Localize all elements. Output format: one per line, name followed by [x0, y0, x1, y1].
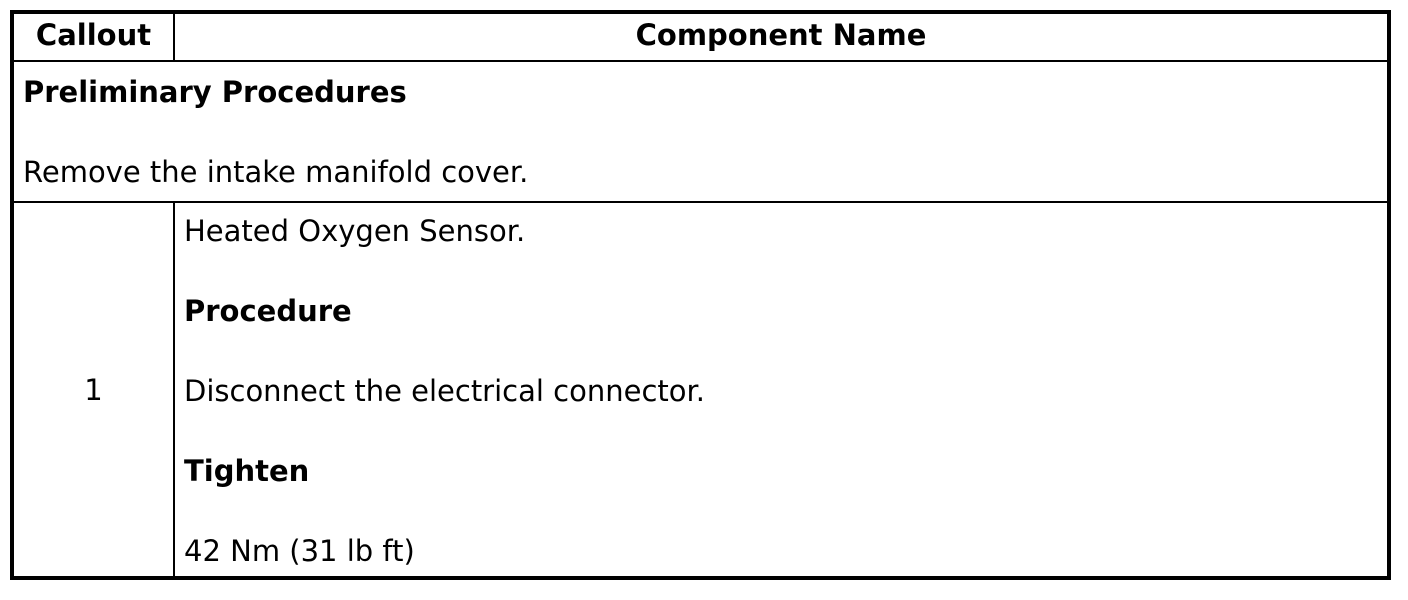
procedure-instruction: Disconnect the electrical connector.: [184, 374, 705, 408]
preliminary-procedures-row: Preliminary Procedures Remove the intake…: [11, 60, 1390, 203]
table-header-row: Callout Component Name: [11, 11, 1390, 62]
preliminary-instruction: Remove the intake manifold cover.: [23, 155, 529, 189]
component-name-cell: Heated Oxygen Sensor. Procedure Disconne…: [173, 201, 1390, 579]
callout-number: 1: [11, 201, 175, 579]
component-name: Heated Oxygen Sensor.: [184, 214, 526, 248]
procedure-label: Procedure: [184, 294, 352, 328]
table-row: 1 Heated Oxygen Sensor. Procedure Discon…: [11, 201, 1390, 579]
preliminary-procedures-cell: Preliminary Procedures Remove the intake…: [11, 60, 1390, 203]
component-name-column-header: Component Name: [173, 11, 1390, 62]
torque-spec: 42 Nm (31 lb ft): [184, 534, 415, 568]
callout-column-header: Callout: [11, 11, 175, 62]
document-page: Callout Component Name Preliminary Proce…: [10, 10, 1391, 580]
tighten-label: Tighten: [184, 454, 310, 488]
preliminary-procedures-title: Preliminary Procedures: [23, 75, 407, 109]
component-callout-table: Callout Component Name Preliminary Proce…: [10, 10, 1391, 580]
